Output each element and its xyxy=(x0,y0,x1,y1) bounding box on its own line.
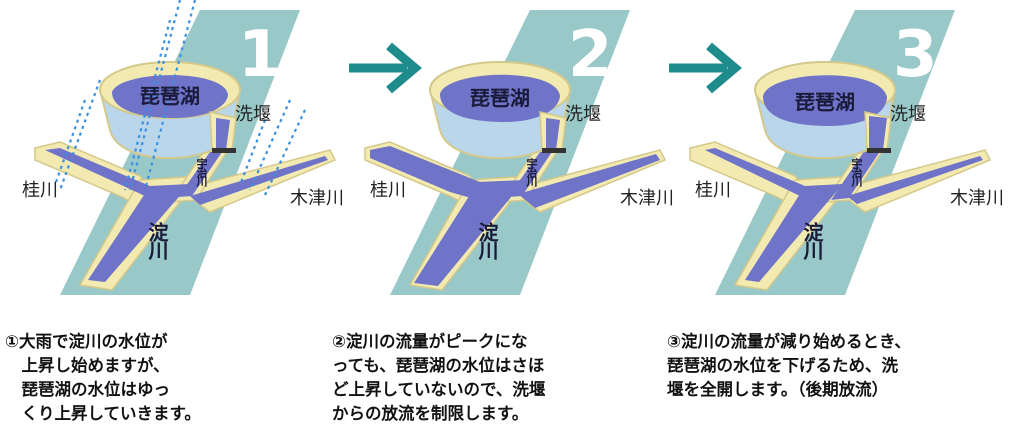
panel-3-illustration xyxy=(689,10,992,295)
caption-panel-3: ③淀川の流量が減り始めるとき、 琵琶湖の水位を下げるため、洗 堰を全開します。（… xyxy=(667,330,911,402)
lake-label: 琵琶湖 xyxy=(140,84,200,108)
caption-line: ど上昇していないので、洗堰 xyxy=(332,380,546,399)
caption-line: 堰を全開します。（後期放流） xyxy=(667,380,889,399)
panel-number: 1 xyxy=(238,18,283,92)
caption-line: っても、琵琶湖の水位はさほ xyxy=(332,356,545,375)
lake-label: 琵琶湖 xyxy=(470,86,530,110)
caption-line: 琵琶湖の水位はゆっ xyxy=(5,380,171,399)
yodo-river-label: 淀川 xyxy=(145,222,169,258)
panel-1-illustration xyxy=(34,0,337,295)
caption-panel-2: ②淀川の流量がピークにな っても、琵琶湖の水位はさほ ど上昇していないので、洗堰… xyxy=(332,330,545,426)
caption-line: ②淀川の流量がピークにな xyxy=(332,332,528,351)
yodo-river-label: 淀川 xyxy=(475,222,499,258)
caption-line: くり上昇していきます。 xyxy=(5,404,201,423)
panel-2-illustration xyxy=(364,10,667,295)
panel-number: 2 xyxy=(568,18,613,92)
uji-river-label: 宇治川 xyxy=(850,158,863,185)
arrow-right-icon xyxy=(669,42,742,94)
weir-label: 洗堰 xyxy=(565,104,601,125)
kizu-river-label: 木津川 xyxy=(620,188,674,209)
weir-label: 洗堰 xyxy=(890,104,926,125)
caption-line: 上昇し始めますが、 xyxy=(5,356,170,375)
weir-label: 洗堰 xyxy=(235,104,271,125)
caption-line: ③淀川の流量が減り始めるとき、 xyxy=(667,332,911,351)
uji-river-label: 宇治川 xyxy=(525,158,538,185)
katsura-river-label: 桂川 xyxy=(22,180,58,201)
uji-river-label: 宇治川 xyxy=(195,158,208,185)
panel-1: 1 琵琶湖 洗堰 桂川 木津川 宇治川 淀川 xyxy=(0,0,344,300)
panel-3: 3 琵琶湖 洗堰 桂川 木津川 宇治川 淀川 xyxy=(655,0,1004,300)
panel-number: 3 xyxy=(893,18,938,92)
caption-line: からの放流を制限します。 xyxy=(332,404,529,423)
kizu-river-label: 木津川 xyxy=(290,188,344,209)
yodo-river-label: 淀川 xyxy=(800,222,824,258)
caption-line: 琵琶湖の水位を下げるため、洗 xyxy=(667,356,898,375)
arrow-right-icon xyxy=(349,42,422,94)
kizu-river-label: 木津川 xyxy=(950,188,1004,209)
lake-label: 琵琶湖 xyxy=(795,90,855,114)
caption-panel-1: ①大雨で淀川の水位が 上昇し始めますが、 琵琶湖の水位はゆっ くり上昇していきま… xyxy=(5,330,201,426)
katsura-river-label: 桂川 xyxy=(370,180,406,201)
caption-line: ①大雨で淀川の水位が xyxy=(5,332,168,351)
katsura-river-label: 桂川 xyxy=(695,180,731,201)
panel-2: 2 琵琶湖 洗堰 桂川 木津川 宇治川 淀川 xyxy=(330,0,674,300)
